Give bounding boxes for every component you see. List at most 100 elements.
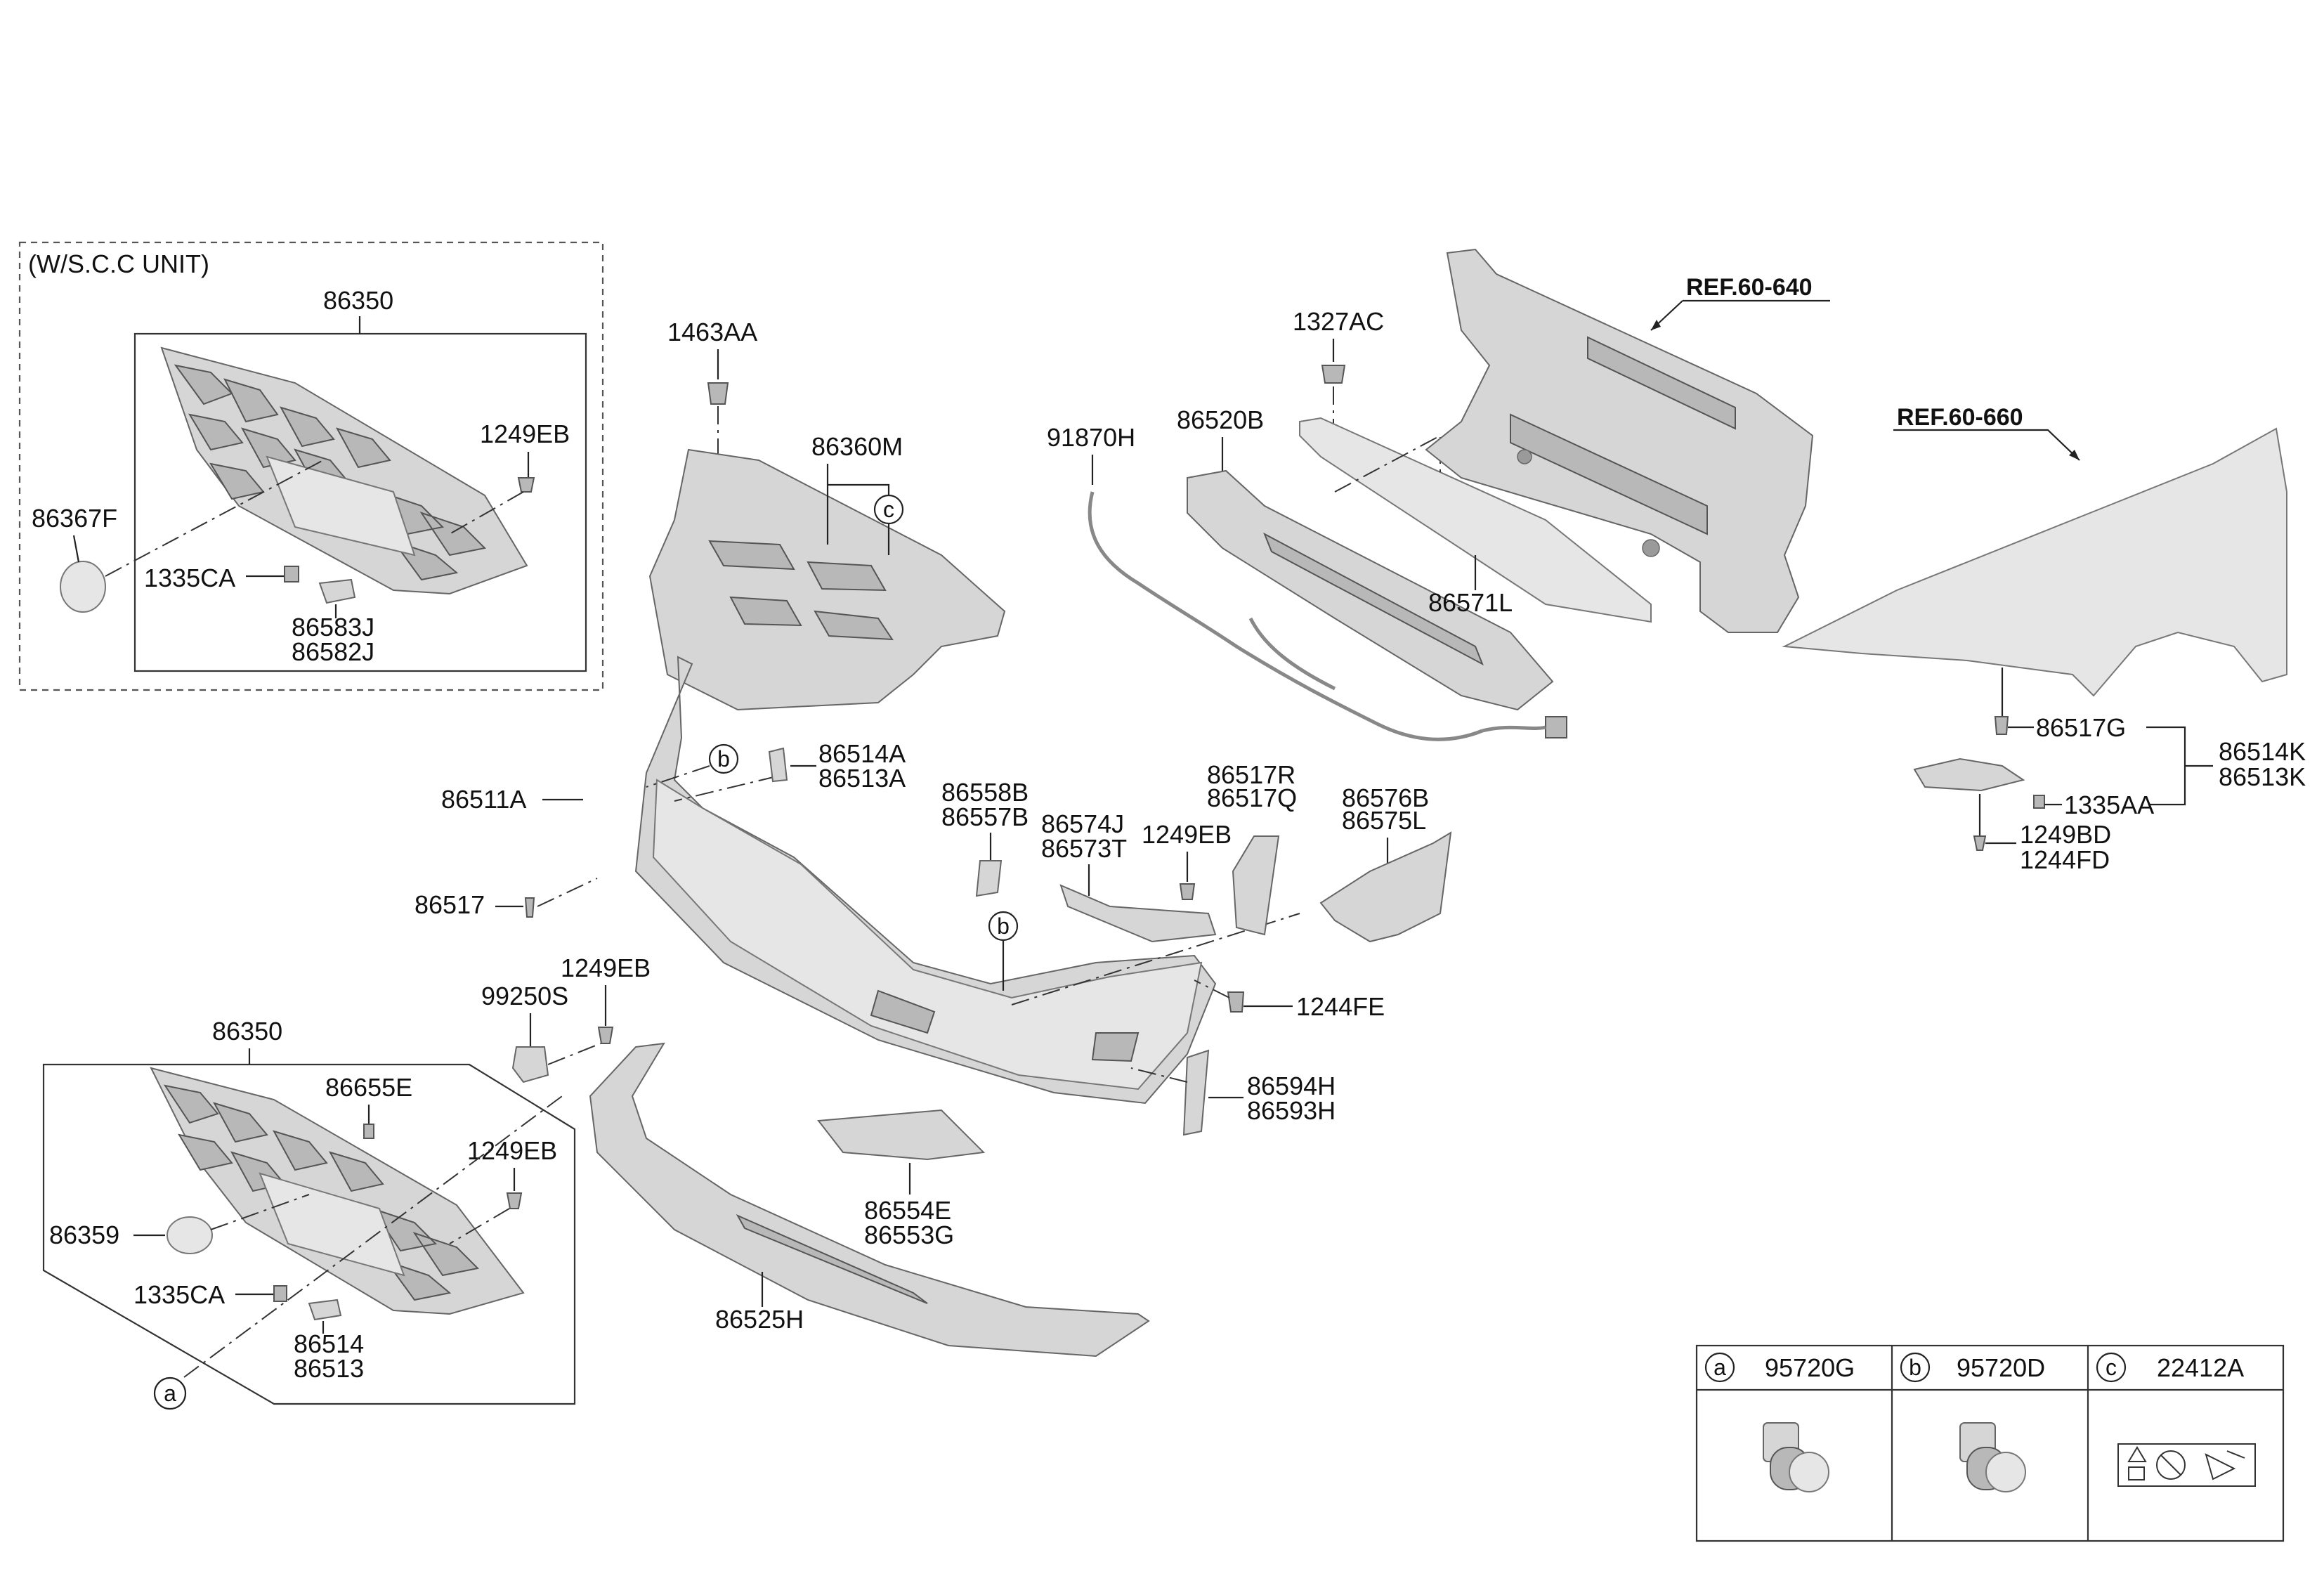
bracket-86574J <box>1059 884 1217 943</box>
label-86582J: 86582J <box>292 637 374 666</box>
label-86511A: 86511A <box>441 785 526 814</box>
label-86558B: 86558B <box>941 778 1029 807</box>
label-86655E: 86655E <box>325 1073 412 1102</box>
marker-a <box>153 1377 187 1410</box>
legend-cell-c: c 22412A <box>2096 1352 2256 1487</box>
legend-cell-a: a 95720G <box>1704 1352 1855 1492</box>
bolt-1249EB-bl <box>506 1192 523 1209</box>
legend-part-95720D: 95720D <box>1957 1353 2045 1382</box>
garnish-86594H-group: 86594H 86593H <box>1130 1049 1336 1136</box>
screw-1335AA <box>2033 795 2045 809</box>
bracket-99250S <box>511 1046 549 1083</box>
radiator-support-group: REF.60-640 <box>1425 248 1830 633</box>
harness-91870H <box>1088 491 1483 741</box>
label-1335CA-bottom: 1335CA <box>133 1280 225 1309</box>
screw-86655E <box>363 1124 374 1139</box>
bolt-1249EB-low <box>597 1027 614 1044</box>
emblem-86359 <box>167 1216 213 1254</box>
harness-connector <box>1545 716 1567 738</box>
label-1249EB-mid: 1249EB <box>1142 820 1232 849</box>
legend-cell-b: b 95720D <box>1900 1352 2045 1492</box>
label-86594H: 86594H <box>1247 1072 1336 1100</box>
marker-c-upper-text: c <box>883 497 894 522</box>
legend-table: a 95720G b 95720D c 22412A <box>1695 1344 2285 1542</box>
bolt-1249EB-mid <box>1179 883 1196 900</box>
front-bumper-cover-group: 86511A b 86514A 86513A 86517 <box>414 656 1217 1105</box>
marker-c-upper <box>873 494 904 525</box>
ref-60-640[interactable]: REF.60-640 <box>1686 274 1813 301</box>
label-86517Q: 86517Q <box>1207 783 1297 812</box>
label-1249EB-low: 1249EB <box>561 954 651 982</box>
bolt-1249EB-tl <box>517 477 535 493</box>
legend-key-a: a <box>1713 1355 1726 1380</box>
label-86367F: 86367F <box>32 504 117 533</box>
cover-86576B <box>1319 831 1452 943</box>
radiator-grille-bottom <box>150 1067 525 1315</box>
cap-86517 <box>524 897 535 918</box>
scc-unit-group: (W/S.C.C UNIT) 86350 86367F 1249EB 1335C… <box>18 241 604 691</box>
beam-group: 1327AC 86571L <box>1293 307 1652 623</box>
scc-unit-dashed-frame <box>18 241 604 691</box>
grille-assembly-bottom-group: 86350 86655E 1249EB 86359 1335CA 86514 8… <box>42 1017 576 1410</box>
label-1335AA: 1335AA <box>2064 790 2154 819</box>
label-86517: 86517 <box>414 890 485 919</box>
beam-86571L <box>1299 417 1652 623</box>
label-86520B: 86520B <box>1177 405 1264 434</box>
garnish-86517R <box>1232 835 1280 936</box>
bracket-86583J <box>318 578 356 604</box>
label-1249BD: 1249BD <box>2020 820 2111 849</box>
label-86514: 86514 <box>294 1329 364 1358</box>
clip-1335CA-top <box>284 566 299 583</box>
bracket-86514A <box>768 747 788 783</box>
grille-assembly-frame-bottom <box>42 1063 576 1405</box>
label-86514K: 86514K <box>2219 737 2306 766</box>
lower-lip-group: 86525H <box>589 1042 1150 1358</box>
label-86554E: 86554E <box>864 1196 951 1225</box>
bolt-1249BD <box>1973 835 1987 851</box>
label-1327AC: 1327AC <box>1293 307 1384 336</box>
label-86350-bottom: 86350 <box>212 1017 282 1046</box>
screw-1244FE <box>1227 991 1245 1013</box>
sensor-95720G-icon <box>1763 1422 1829 1492</box>
nut-1327AC <box>1321 365 1346 384</box>
sensor-95720D-icon <box>1959 1422 2026 1492</box>
marker-a-text: a <box>164 1381 176 1406</box>
fender-group: REF.60-660 <box>1782 404 2287 697</box>
label-1249EB-bl: 1249EB <box>467 1136 557 1165</box>
label-99250S: 99250S <box>481 982 568 1010</box>
absorber-group: 86520B <box>1177 405 1554 711</box>
clip-86517G <box>1994 716 2009 735</box>
bracket-86514K <box>1913 757 2025 792</box>
grille-86554E-group: 86554E 86553G <box>817 1109 986 1249</box>
legend-key-c: c <box>2106 1355 2117 1380</box>
label-86517R: 86517R <box>1207 760 1295 789</box>
cover-86558B <box>975 860 1003 897</box>
radiator-grille-top <box>160 346 528 595</box>
label-86571L: 86571L <box>1428 588 1513 617</box>
label-86513K: 86513K <box>2219 762 2306 791</box>
mid-parts-group: 86558B 86557B b 86574J 86573T 1249EB 865… <box>941 760 1452 1021</box>
fender <box>1782 427 2287 697</box>
marker-b-top-text: b <box>717 746 730 772</box>
lower-lip-86525H <box>589 1042 1150 1358</box>
bracket-86514 <box>308 1299 342 1321</box>
garnish-86594H <box>1182 1049 1210 1136</box>
label-86517G: 86517G <box>2036 713 2126 742</box>
ref-60-660[interactable]: REF.60-660 <box>1897 404 2023 431</box>
fender-bracket-group: 86517G 86514K 86513K 1335AA 1249BD 1244F… <box>1913 668 2306 874</box>
label-86360M: 86360M <box>811 432 903 461</box>
label-86583J: 86583J <box>292 613 374 642</box>
label-86350-top: 86350 <box>323 286 393 315</box>
label-86513A: 86513A <box>818 764 906 793</box>
label-1249EB-tl: 1249EB <box>480 419 570 448</box>
label-1335CA-top: 1335CA <box>144 564 235 592</box>
upper-grille-group: 1463AA 86360M c <box>648 318 1006 711</box>
label-86575L: 86575L <box>1342 806 1426 835</box>
legend-part-95720G: 95720G <box>1765 1353 1855 1382</box>
scc-unit-title: (W/S.C.C UNIT) <box>28 249 209 278</box>
label-86576B: 86576B <box>1342 783 1429 812</box>
legend-part-22412A: 22412A <box>2157 1353 2244 1382</box>
caution-label-22412A-icon <box>2117 1443 2256 1487</box>
label-86553G: 86553G <box>864 1221 954 1249</box>
